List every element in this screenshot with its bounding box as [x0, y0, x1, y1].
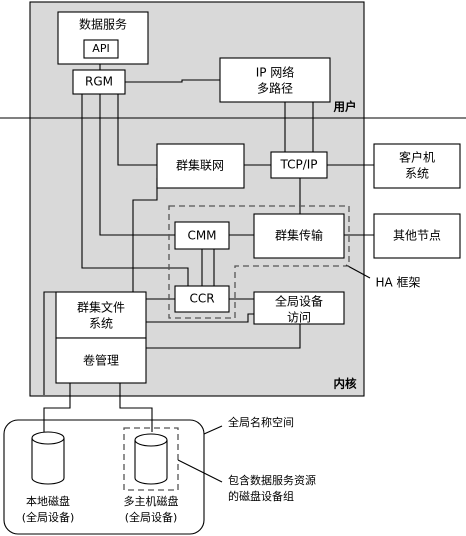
multihost-disk-label-2: (全局设备) [125, 510, 178, 524]
kernel-region-label: 内核 [334, 377, 357, 391]
global-device-access-box: 全局设备 访问 [253, 291, 345, 325]
volume-management-label: 卷管理 [83, 353, 119, 368]
cluster-file-system-box: 群集文件 系统 [55, 291, 147, 339]
rgm-label: RGM [85, 75, 113, 89]
client-system-label-2: 系统 [405, 167, 429, 181]
volume-management-box: 卷管理 [55, 337, 147, 384]
ip-multipath-label-1: IP 网络 [256, 65, 295, 80]
multihost-disk-label-1: 多主机磁盘 [124, 494, 179, 508]
cluster-file-system-label-1: 群集文件 [77, 300, 125, 315]
local-disk-label-2: (全局设备) [22, 510, 75, 524]
tcp-ip-label: TCP/IP [279, 158, 317, 172]
ip-multipath-label-2: 多路径 [257, 81, 293, 96]
disk-device-group-outline [123, 427, 179, 491]
ha-framework-outline [168, 205, 350, 319]
client-system-label-1: 客户机 [399, 150, 435, 165]
cmm-label: CMM [187, 229, 216, 243]
disk-device-group-callout [177, 459, 223, 483]
cluster-network-label: 群集联网 [176, 158, 224, 173]
disk-device-group-label-1: 包含数据服务资源 [228, 473, 316, 487]
cluster-transport-box: 群集传输 [253, 213, 345, 259]
tcp-ip-box: TCP/IP [270, 151, 328, 179]
global-namespace-outline [3, 419, 205, 535]
local-disk-icon [31, 431, 65, 485]
cluster-file-system-label-2: 系统 [89, 317, 113, 331]
cluster-network-box: 群集联网 [156, 143, 245, 189]
rgm-box: RGM [72, 69, 126, 95]
other-nodes-box: 其他节点 [373, 213, 461, 259]
ccr-box: CCR [174, 285, 230, 313]
other-nodes-label: 其他节点 [393, 229, 441, 243]
ha-framework-label: HA 框架 [375, 276, 420, 290]
connector-lines [43, 58, 374, 432]
ccr-label: CCR [189, 292, 214, 306]
client-system-box: 客户机 系统 [373, 143, 461, 189]
global-device-access-label-2: 访问 [287, 311, 311, 325]
multihost-disk-icon [134, 433, 168, 485]
api-box: API [83, 39, 119, 59]
cluster-transport-label: 群集传输 [275, 228, 323, 243]
global-namespace-label: 全局名称空间 [228, 415, 294, 429]
api-label: API [92, 42, 109, 55]
ip-multipath-box: IP 网络 多路径 [219, 57, 331, 103]
cmm-box: CMM [174, 221, 230, 250]
data-service-label: 数据服务 [79, 17, 127, 32]
global-device-access-label-1: 全局设备 [275, 294, 323, 309]
global-namespace-callout [203, 425, 223, 435]
disk-device-group-label-2: 的磁盘设备组 [228, 489, 294, 503]
local-disk-label-1: 本地磁盘 [26, 494, 70, 508]
user-region-label: 用户 [333, 100, 357, 114]
